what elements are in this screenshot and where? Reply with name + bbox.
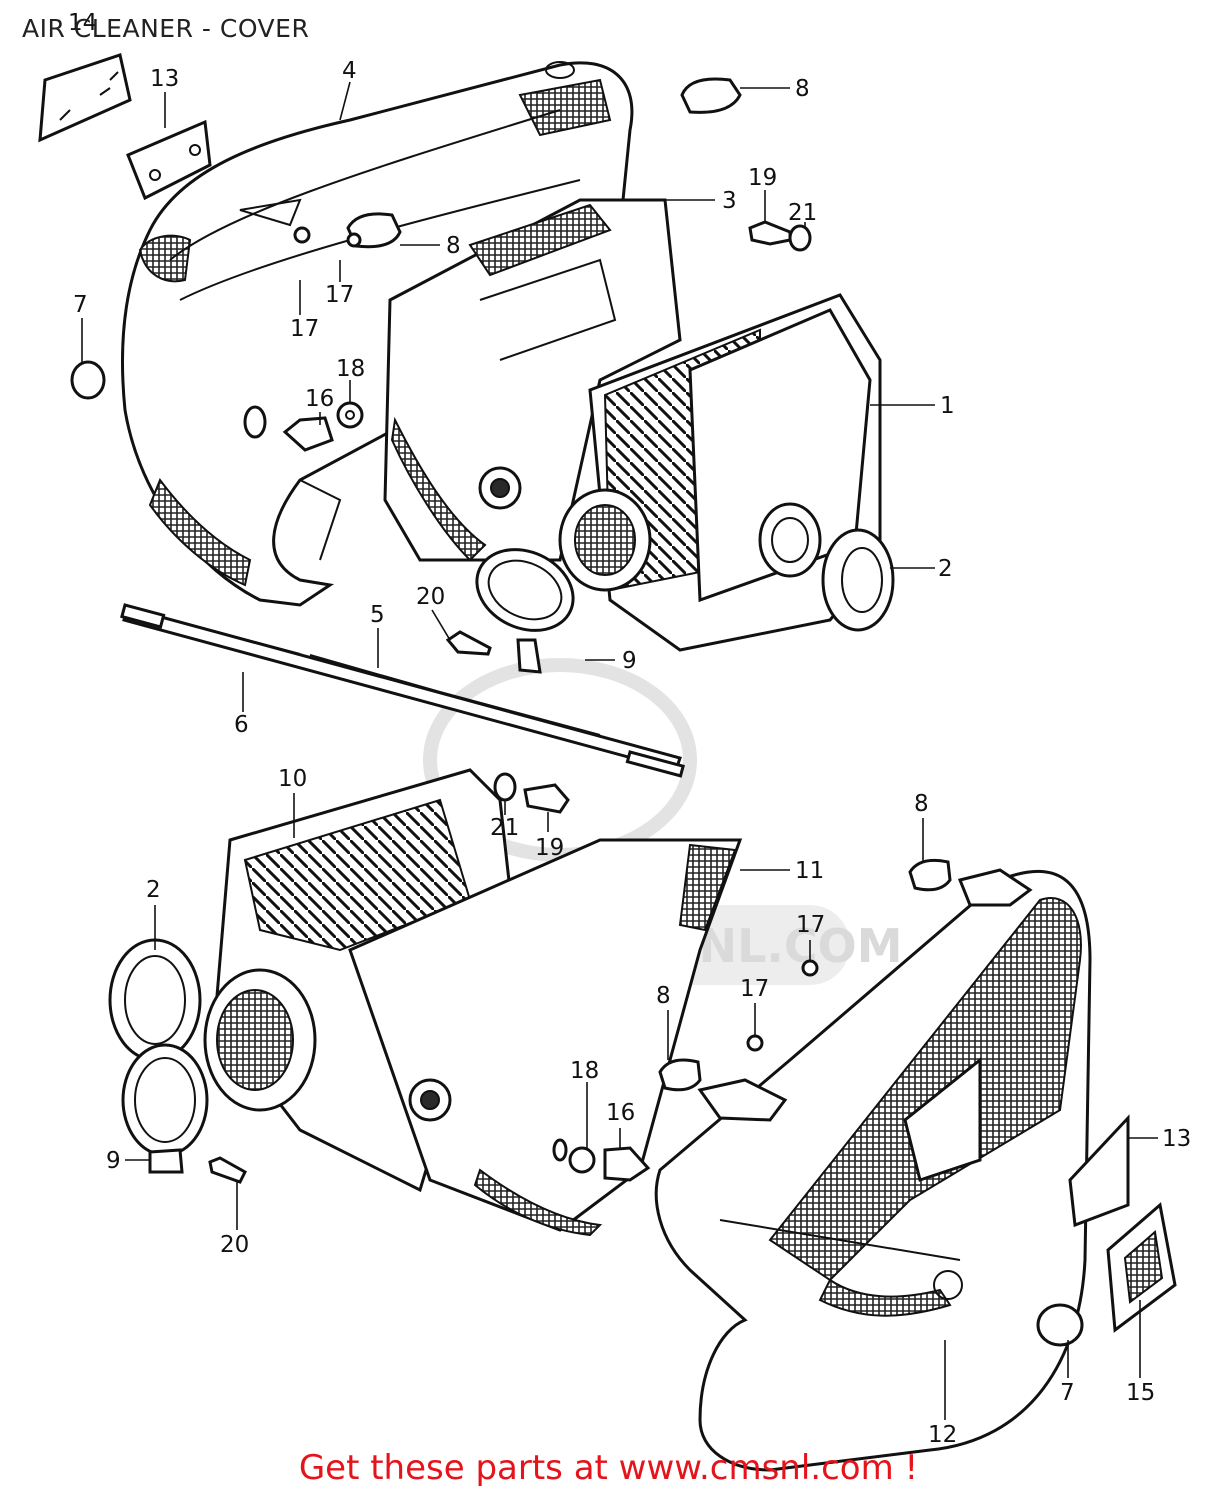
callout-13: 13: [150, 66, 179, 92]
part-20-screw-upper: [445, 630, 492, 656]
callout-3: 3: [722, 188, 737, 214]
part-12-side-cover-right: [654, 868, 1092, 1472]
callout-17: 17: [325, 282, 354, 308]
callout-8: 8: [446, 233, 461, 259]
callout-4: 4: [342, 58, 357, 84]
part-19-bolt-upper: [748, 220, 792, 246]
leader-lines: [81, 81, 1158, 1420]
callout-7: 7: [1060, 1380, 1075, 1406]
part-17-grommet-d: [801, 959, 819, 977]
part-8-grommet-a: [680, 77, 742, 114]
callout-17: 17: [740, 976, 769, 1002]
callout-17: 17: [290, 316, 319, 342]
callout-20: 20: [220, 1232, 249, 1258]
part-1-air-cleaner-element: [558, 293, 882, 652]
callout-18: 18: [336, 356, 365, 382]
part-17-grommet-a: [293, 226, 311, 244]
callout-14: 14: [68, 10, 97, 36]
callout-8: 8: [656, 983, 671, 1009]
callout-10: 10: [278, 766, 307, 792]
callout-2: 2: [146, 877, 161, 903]
part-19-bolt-lower: [523, 783, 570, 814]
callout-18: 18: [570, 1058, 599, 1084]
callout-8: 8: [795, 76, 810, 102]
callout-19: 19: [748, 165, 777, 191]
part-20-screw-lower: [208, 1156, 247, 1184]
part-13-plate-upper: [126, 119, 212, 201]
callout-21: 21: [788, 200, 817, 226]
callout-20: 20: [416, 584, 445, 610]
callout-21: 21: [490, 815, 519, 841]
callout-7: 7: [73, 292, 88, 318]
part-11-air-cleaner-case-lower: [348, 838, 743, 1237]
callout-8: 8: [914, 791, 929, 817]
part-8-grommet-d: [908, 858, 952, 892]
part-17-grommet-c: [746, 1034, 764, 1052]
callout-2: 2: [938, 556, 953, 582]
part-9-band-upper: [475, 548, 575, 674]
part-3-air-cleaner-case: [383, 198, 682, 562]
callout-17: 17: [796, 912, 825, 938]
part-18-washer-lower: [568, 1146, 596, 1174]
callout-16: 16: [305, 386, 334, 412]
part-13-plate-lower: [1068, 1114, 1130, 1228]
callout-12: 12: [928, 1422, 957, 1448]
callout-9: 9: [106, 1148, 121, 1174]
parts-5-6-rod: [120, 603, 685, 778]
part-18-washer-upper: [336, 401, 364, 429]
part-7-grommet-upper: [70, 360, 106, 400]
part-7-grommet-lower: [1036, 1303, 1084, 1347]
part-4-side-cover-left: [120, 61, 634, 607]
part-16-screw-upper: [282, 416, 334, 452]
callout-1: 1: [940, 393, 955, 419]
callout-5: 5: [370, 602, 385, 628]
part-2-ring-upper: [821, 528, 895, 632]
part-2-ring-lower: [108, 938, 202, 1062]
page-title: AIR CLEANER - COVER: [22, 14, 310, 43]
parts-link-footer[interactable]: Get these parts at www.cmsnl.com !: [298, 1448, 919, 1488]
callout-16: 16: [606, 1100, 635, 1126]
callout-13: 13: [1162, 1126, 1191, 1152]
part-17-grommet-b: [346, 232, 362, 248]
part-14-emblem-upper: [38, 53, 132, 143]
callout-15: 15: [1126, 1380, 1155, 1406]
callout-19: 19: [535, 835, 564, 861]
part-21-washer-upper: [788, 224, 812, 252]
callout-6: 6: [234, 712, 249, 738]
part-8-grommet-c: [658, 1058, 702, 1092]
small-parts-upper: [70, 77, 812, 656]
callouts: 1 2 2 3 4 5 6 7 7 8 8 8 8 9 9 10 11 12 1…: [68, 10, 1191, 1448]
part-21-washer-lower: [493, 772, 517, 802]
part-16-screw-lower: [603, 1146, 651, 1182]
callout-9: 9: [622, 648, 637, 674]
callout-11: 11: [795, 858, 824, 884]
